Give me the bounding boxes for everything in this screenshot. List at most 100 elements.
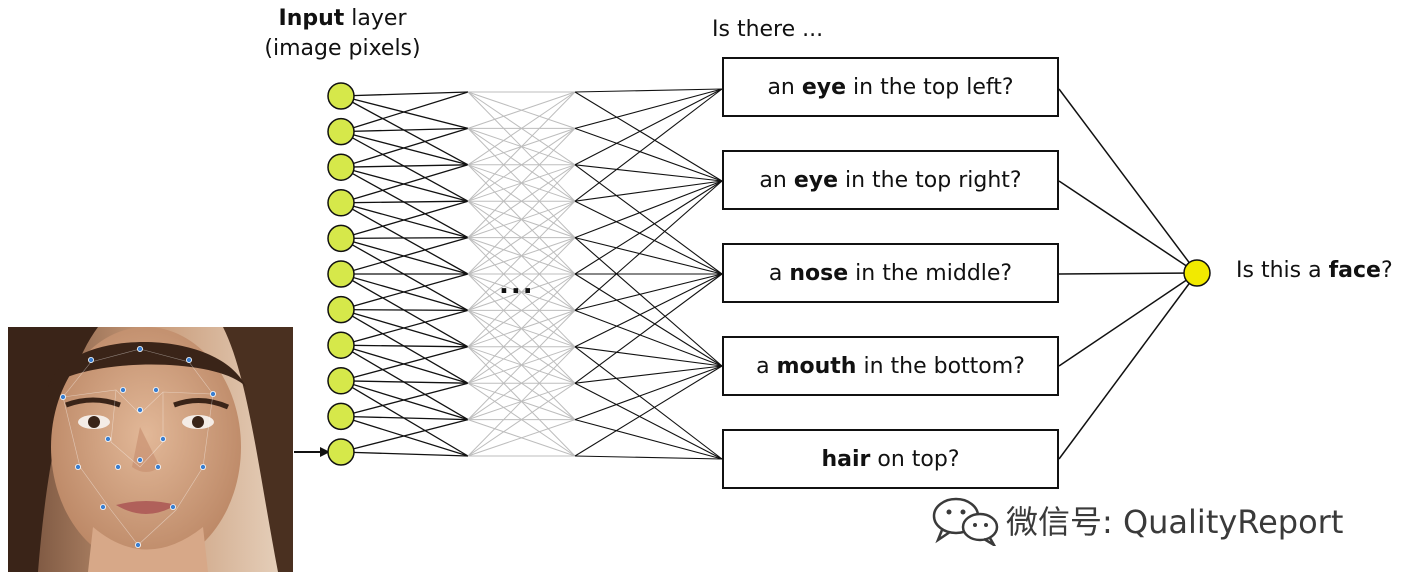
edge [574,88,723,93]
edge [340,91,469,97]
landmark-point [136,407,143,414]
edge [574,164,723,182]
edge [574,180,723,239]
edge [340,418,469,453]
edge [340,382,469,418]
landmark-point [154,463,161,470]
edge [467,164,576,239]
edge [574,273,723,348]
hidden-ellipsis: ... [499,270,535,300]
edge [340,236,469,240]
arrow-head [320,447,330,457]
edge [340,308,469,312]
edge [574,200,723,275]
landmark-point [136,456,143,463]
edge [574,382,723,460]
edge [574,455,723,460]
edge [574,180,723,311]
landmark-point [105,436,112,443]
input-title-rest: layer [344,6,407,31]
edge [574,346,723,367]
input-node [327,224,355,253]
edge [340,200,469,240]
watermark: 微信号: QualityReport [930,494,1343,546]
hidden-layer-title: Is there ... [712,17,824,42]
edge [340,346,469,382]
face-photo [8,327,293,572]
input-node [327,189,355,217]
edge [467,91,576,166]
input-node [327,153,355,181]
edge [467,91,576,129]
input-node [327,82,355,110]
landmark-point [75,463,82,470]
edge [574,309,723,367]
question-box-mouth-bottom: a mouth in the bottom? [722,336,1059,396]
input-layer-nodes [327,82,355,466]
landmark-point [120,387,127,394]
edge [340,380,469,384]
edge [340,309,469,346]
edge [340,127,469,133]
input-node [327,438,355,466]
landmark-point [136,345,143,352]
input-node [327,402,355,431]
edge [467,200,576,311]
hidden-to-question-edges [574,88,723,460]
landmark-point [152,387,159,394]
edge [340,200,469,204]
edge [467,164,576,275]
edge [467,309,576,384]
edge [340,164,469,204]
face-landmark-points [60,345,216,548]
edge [467,419,576,457]
landmark-point [100,503,107,510]
edge [467,237,576,348]
landmark-point [135,541,142,548]
question-box-nose-middle: a nose in the middle? [722,243,1059,303]
edge [467,237,576,311]
edge [340,451,469,457]
question-box-eye-top-left: an eye in the top left? [722,57,1059,117]
edge [340,273,469,311]
edge [340,127,469,168]
output-node [1183,259,1211,287]
edge [467,128,576,238]
input-node [327,295,355,324]
edge [340,236,469,275]
edge [467,91,576,202]
edge [467,346,576,457]
edge [574,88,723,166]
edge [574,419,723,460]
landmark-point [209,391,216,398]
edge [467,382,576,457]
edge [574,88,723,129]
middle-layer-edges [467,91,576,457]
landmark-point [159,436,166,443]
input-title-bold: Input [278,6,345,31]
edge [574,180,723,202]
edge [467,310,576,420]
question-box-hair-top: hair on top? [722,429,1059,489]
edge [340,415,469,421]
edge [467,346,576,421]
output-edge [1058,272,1198,367]
input-node [327,331,355,359]
landmark-point [185,356,192,363]
landmark-point [60,394,67,401]
output-edge [1058,272,1198,275]
output-edge [1058,88,1198,274]
input-to-hidden-edges [340,91,469,457]
edge [574,88,723,202]
edge [467,200,576,275]
edge [340,344,469,348]
edge [574,127,723,182]
edge [574,273,723,311]
question-box-eye-top-right: an eye in the top right? [722,150,1059,210]
edge [574,273,723,367]
output-edge [1058,180,1198,274]
question-to-output-edges [1058,88,1198,460]
input-node [327,117,355,146]
edge [340,164,469,168]
edge [574,273,723,384]
